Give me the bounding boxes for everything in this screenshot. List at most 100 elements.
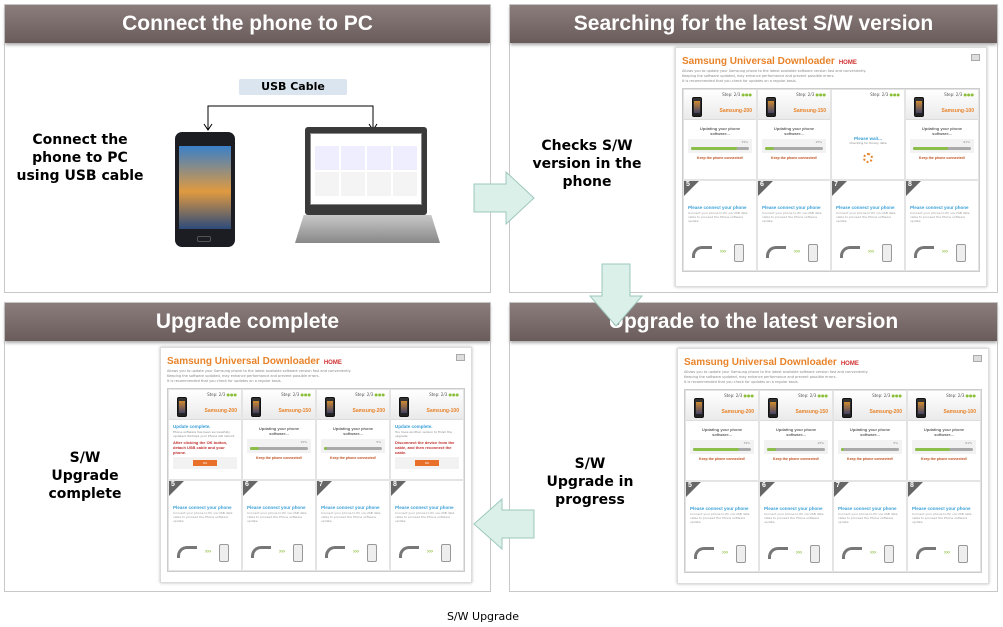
progress-bar	[324, 447, 382, 450]
progress-percent: 15%	[300, 440, 307, 444]
phone-screen	[844, 402, 850, 414]
connect-phone-instructions: Connect your phone to PC via USB data ca…	[395, 511, 455, 523]
progress-fill	[841, 448, 844, 451]
phone-screen	[918, 402, 924, 414]
usb-cable-icon	[914, 246, 934, 258]
connect-phone-heading: Please connect your phone	[173, 505, 232, 510]
connect-phone-instructions: Connect your phone to PC via USB data ca…	[912, 512, 972, 524]
step-text: Step: 2/3	[355, 392, 374, 397]
keep-connected-warning: Keep the phone connected!	[847, 457, 893, 461]
progress-box: 5%	[838, 440, 902, 454]
home-link[interactable]: HOME	[838, 60, 857, 66]
slot-header: Step: 2/3 ●●●	[832, 90, 904, 120]
step-indicator: Step: 2/3 ●●●	[872, 393, 902, 398]
keep-connected-warning: Keep the phone connected!	[330, 456, 376, 460]
progress-fill	[765, 147, 774, 150]
step-indicator: Step: 2/3 ●●●	[724, 393, 754, 398]
panel-title: Upgrade complete	[5, 303, 490, 341]
downloader-description: Allows you to update your Samsung phone …	[684, 370, 982, 385]
description-line: Allows you to update your Samsung phone …	[682, 69, 867, 73]
device-model: Samsung-200	[352, 408, 385, 414]
device-model: Samsung-200	[719, 108, 752, 114]
minimize-button[interactable]	[971, 54, 980, 61]
progress-box: 15%	[247, 439, 311, 453]
ok-box: OK	[173, 457, 237, 469]
description-line: Allows you to update your Samsung phone …	[167, 369, 352, 373]
chevrons-icon: ›››	[427, 549, 433, 555]
step-indicator: Step: 2/3 ●●●	[207, 392, 237, 397]
phone-outline-icon	[810, 545, 820, 563]
usb-cable-icon	[768, 547, 788, 559]
step-dots-icon: ●●●	[964, 393, 976, 398]
disconnect-instruction: Disconnect the device from the cable, an…	[395, 440, 455, 455]
slot-number-badge	[684, 181, 699, 196]
connect-phone-instructions: Connect your phone to PC via USB data ca…	[173, 511, 233, 523]
step-text: Step: 2/3	[429, 392, 448, 397]
step-text: Step: 2/3	[872, 393, 891, 398]
slot-number: 2	[245, 390, 249, 397]
usb-cable-icon	[840, 246, 860, 258]
arrow-down-icon	[588, 263, 644, 327]
minimize-button[interactable]	[456, 354, 465, 361]
progress-percent: 79%	[743, 441, 750, 445]
step-indicator: Step: 2/3 ●●●	[796, 92, 826, 97]
progress-fill	[693, 448, 739, 451]
ok-button[interactable]: OK	[415, 460, 439, 466]
description-line: It is recommended that you check for upd…	[682, 79, 797, 83]
slot-number: 5	[686, 181, 690, 188]
home-link[interactable]: HOME	[840, 361, 859, 367]
phone-outline-icon	[734, 244, 744, 262]
panel-title: Searching for the latest S/W version	[510, 5, 997, 43]
slot-number: 5	[171, 481, 175, 488]
step-dots-icon: ●●●	[447, 392, 459, 397]
step-indicator: Step: 2/3 ●●●	[798, 393, 828, 398]
step-description: S/W Upgrade complete	[48, 450, 122, 502]
step-text: Step: 2/3	[870, 92, 889, 97]
phone-screen	[253, 401, 259, 413]
description-line: Keeping the software updated, may enhanc…	[682, 74, 835, 78]
minimize-button[interactable]	[973, 355, 982, 362]
connect-phone-heading: Please connect your phone	[838, 506, 897, 511]
connect-phone-instructions: Connect your phone to PC via USB data ca…	[690, 512, 750, 524]
phone-outline-icon	[956, 244, 966, 262]
panel-title: Upgrade to the latest version	[510, 303, 997, 341]
slot-number-badge	[760, 482, 775, 497]
phone-icon	[914, 97, 924, 117]
home-link[interactable]: HOME	[323, 360, 342, 366]
connect-phone-instructions: Connect your phone to PC via USB data ca…	[910, 211, 970, 223]
connect-phone-heading: Please connect your phone	[247, 505, 306, 510]
phone-outline-icon	[293, 544, 303, 562]
panel-search: Searching for the latest S/W version Che…	[509, 4, 998, 293]
phone-image	[175, 132, 235, 247]
phone-screen	[916, 101, 922, 113]
progress-fill	[250, 447, 259, 450]
disconnect-instruction: After clicking the OK button, detach USB…	[173, 440, 228, 455]
loading-spinner-icon	[863, 153, 873, 163]
progress-percent: 5%	[376, 440, 381, 444]
usb-cable-icon	[766, 246, 786, 258]
chevrons-icon: ›››	[868, 249, 874, 255]
step-text: Step: 2/3	[207, 392, 226, 397]
phone-outline-icon	[219, 544, 229, 562]
downloader-description: Allows you to update your Samsung phone …	[682, 69, 980, 84]
ok-button[interactable]: OK	[193, 460, 217, 466]
slot-number-badge	[834, 482, 849, 497]
slot-number-badge	[908, 482, 923, 497]
connect-phone-instructions: Connect your phone to PC via USB data ca…	[321, 511, 381, 523]
usb-cable-icon	[399, 546, 419, 558]
connect-phone-heading: Please connect your phone	[910, 205, 969, 210]
step-description: Checks S/W version in the phone	[532, 138, 642, 190]
